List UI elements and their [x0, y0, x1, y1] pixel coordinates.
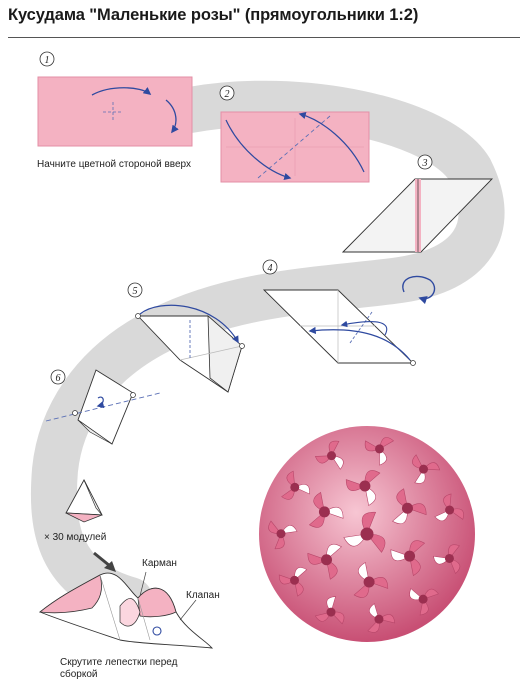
kusudama-center [326, 607, 336, 617]
kusudama-center [290, 482, 300, 492]
kusudama-center [363, 576, 375, 588]
kusudama-center [401, 502, 413, 514]
step-2: 2 [219, 85, 370, 183]
svg-text:3: 3 [422, 158, 428, 169]
step-number-circle [39, 51, 55, 67]
svg-text:6: 6 [56, 373, 61, 384]
kusudama-center [418, 594, 428, 604]
down-arrow-icon [93, 551, 111, 568]
modules-count: × 30 модулей [44, 532, 107, 543]
kusudama-center [404, 550, 416, 562]
title-divider [8, 37, 520, 38]
kusudama-center [360, 527, 374, 541]
pocket-pointer [139, 571, 147, 597]
kusudama-center [359, 480, 371, 492]
curled-module [38, 571, 214, 649]
svg-text:2: 2 [225, 89, 230, 100]
label-pocket: Карман [142, 558, 177, 569]
kusudama-center [444, 553, 454, 563]
rotate-arrow-icon [91, 87, 152, 96]
label-flap: Клапан [186, 590, 220, 601]
kusudama-center [327, 451, 337, 461]
page-title: Кусудама "Маленькие розы" (прямоугольник… [8, 6, 419, 24]
step-5: 5 [127, 282, 245, 393]
kusudama-center [419, 464, 429, 474]
pink-rectangle [37, 76, 193, 147]
finished-module [65, 479, 103, 523]
step-3: 3 [341, 154, 494, 253]
step-6: 6 [45, 369, 161, 445]
svg-text:5: 5 [133, 286, 138, 297]
fold-arrow-icon [96, 396, 105, 409]
kusudama-center [276, 529, 286, 539]
kusudama-center [375, 444, 385, 454]
fold-arrow-icon [165, 99, 179, 134]
flip-arrow-icon [402, 275, 436, 305]
fold-arrow-icon [139, 304, 239, 344]
final-caption: Скрутите лепестки перед сборкой [60, 657, 178, 680]
svg-text:4: 4 [268, 263, 273, 274]
kusudama-photo [259, 426, 475, 642]
kusudama-center [374, 614, 384, 624]
step-4: 4 [262, 259, 416, 366]
step-1-caption: Начните цветной стороной вверх [37, 159, 191, 170]
step-number: 1 [45, 55, 50, 66]
kusudama-center [321, 554, 333, 566]
kusudama-center [318, 506, 330, 518]
fold-arrow-icon [225, 119, 292, 180]
fold-arrow-icon [308, 326, 411, 361]
fold-arrow-icon [298, 112, 365, 173]
kusudama-center [445, 505, 455, 515]
step-1: 1 [37, 51, 193, 147]
flap-pointer [179, 599, 197, 621]
kusudama-center [290, 575, 300, 585]
